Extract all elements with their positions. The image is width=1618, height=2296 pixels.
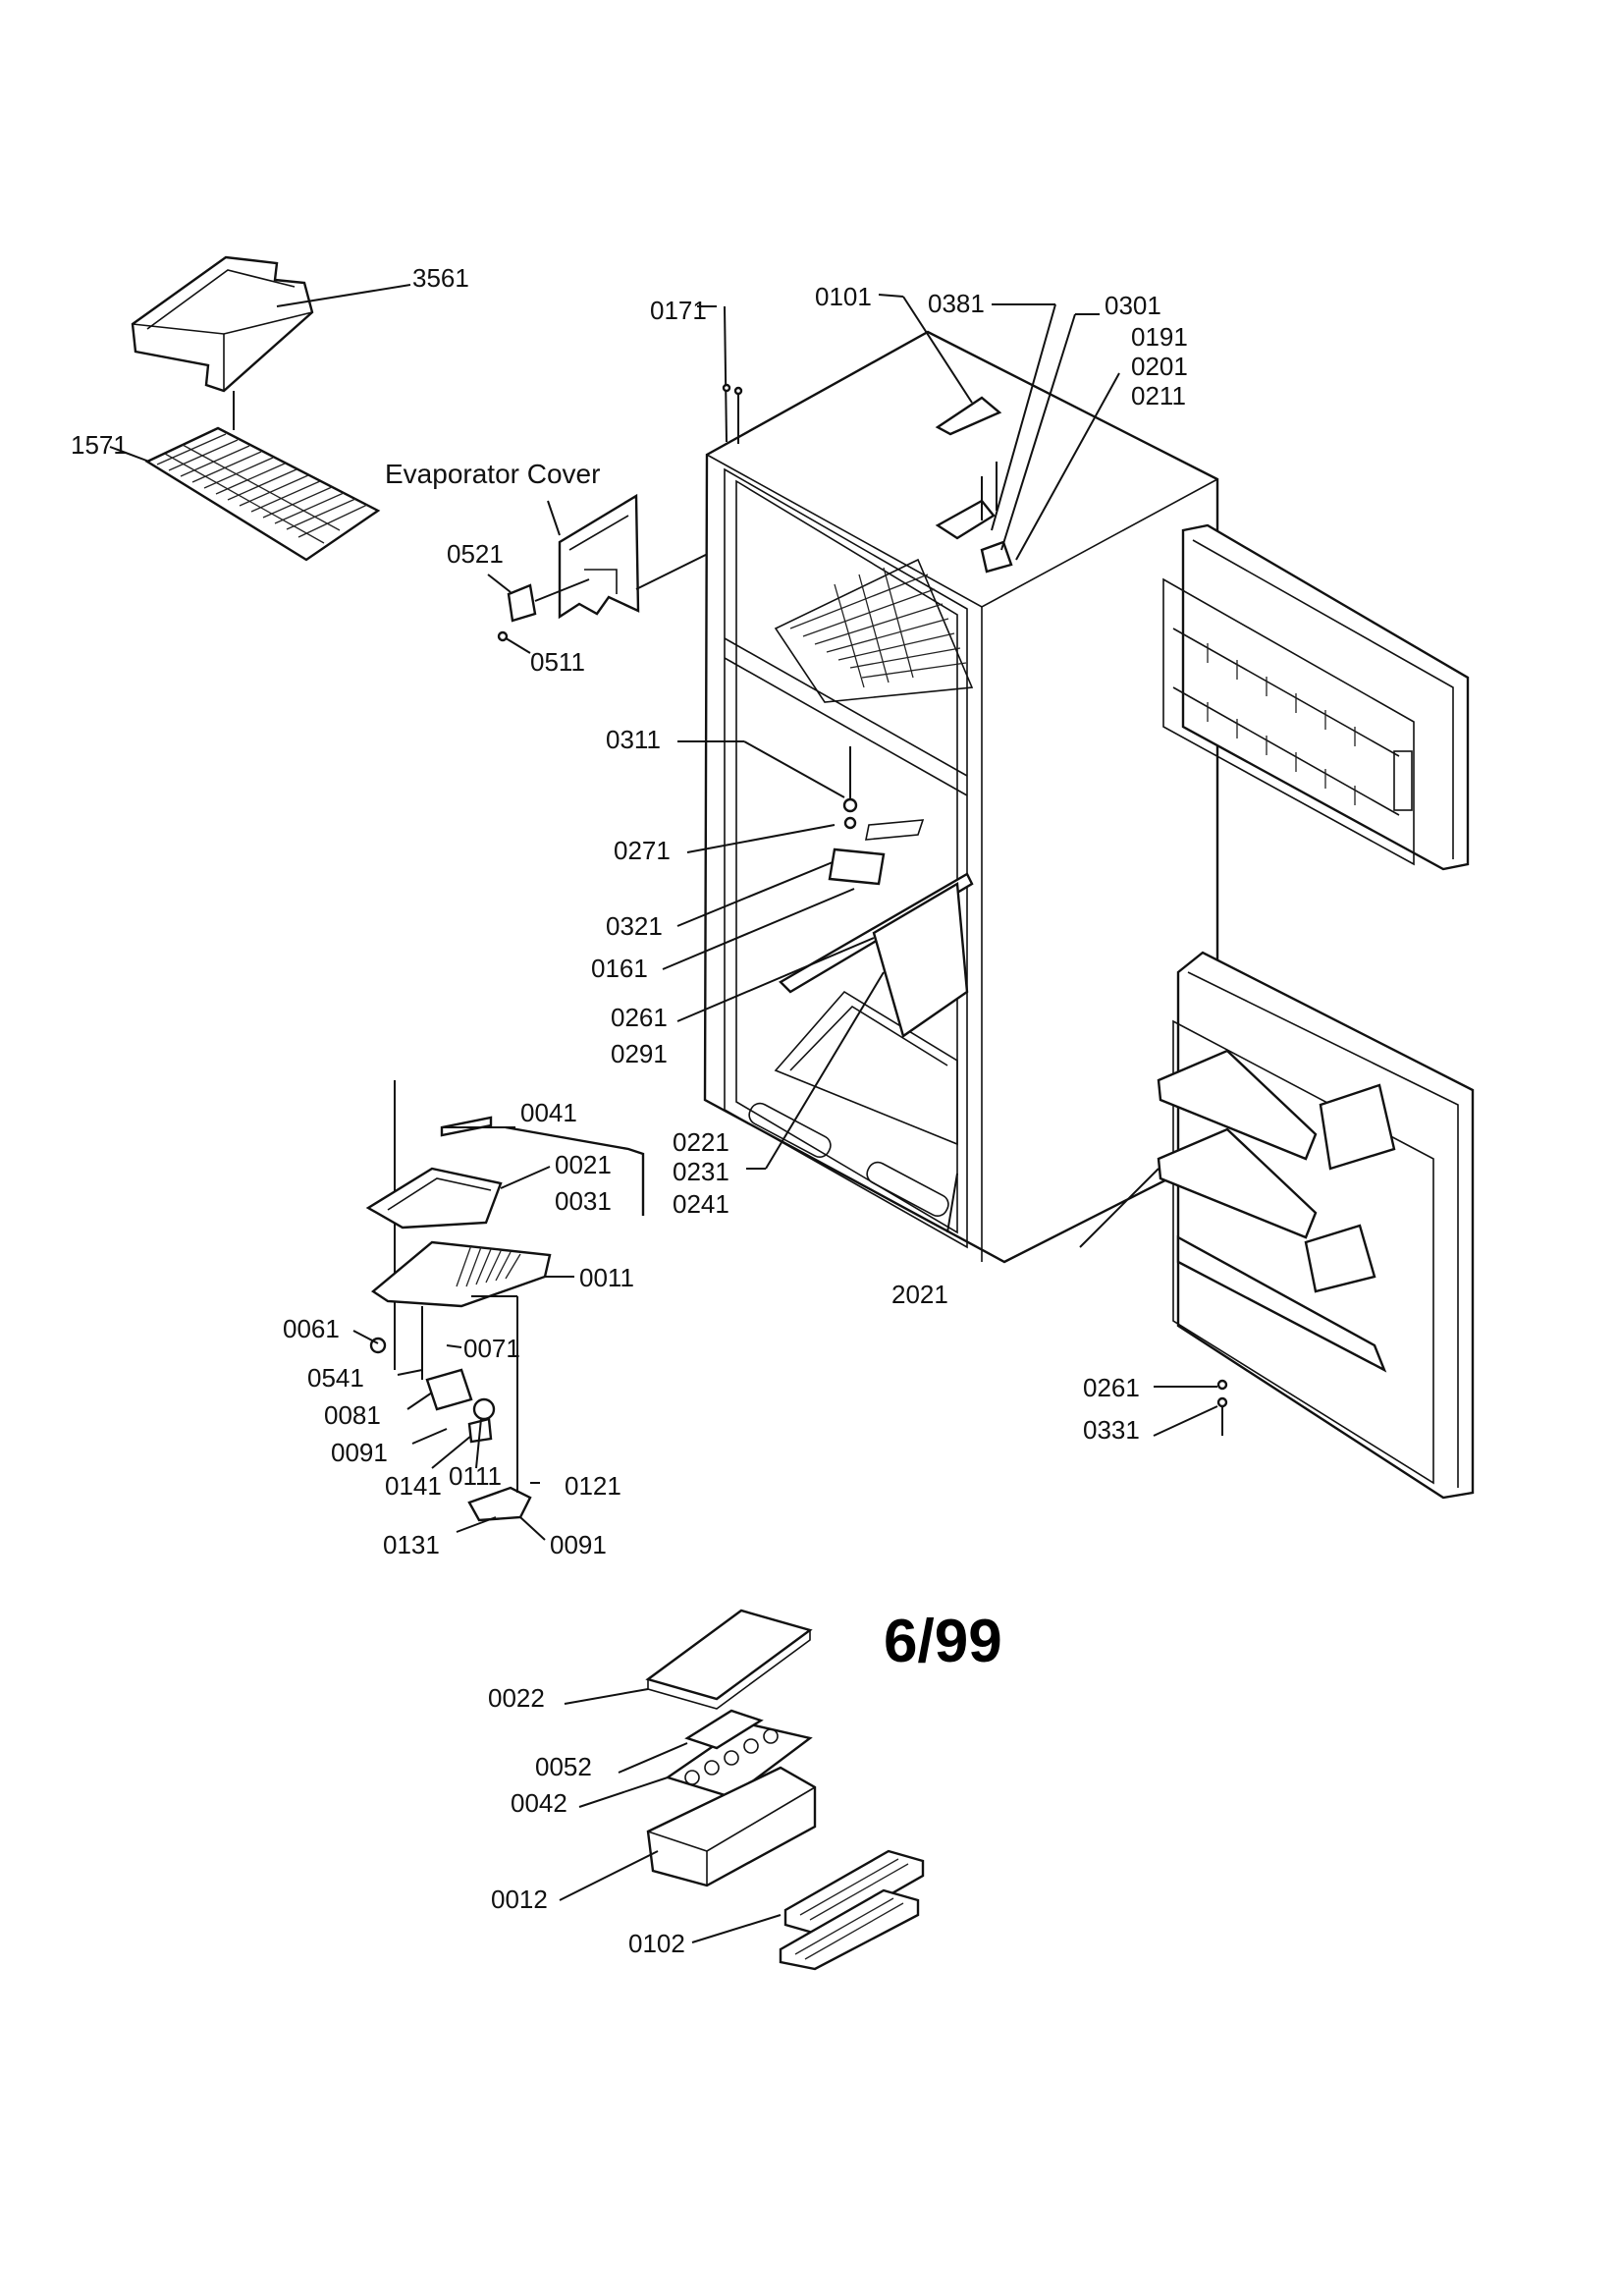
label-0161: 0161 xyxy=(591,954,648,983)
label-0021: 0021 xyxy=(555,1150,612,1179)
label-0042: 0042 xyxy=(511,1788,567,1818)
thermostat-control-part xyxy=(779,797,974,1038)
egg-tray-part xyxy=(665,1709,813,1799)
label-0291: 0291 xyxy=(611,1039,668,1068)
label-0271: 0271 xyxy=(614,836,671,865)
date-code: 6/99 xyxy=(884,1608,1002,1675)
label-0381: 0381 xyxy=(928,289,985,318)
label-0121: 0121 xyxy=(565,1471,621,1501)
label-0211: 0211 xyxy=(1131,381,1186,410)
crisper-bin-part xyxy=(131,255,314,393)
ice-bin-part xyxy=(646,1766,817,1887)
label-0111: 0111 xyxy=(449,1461,502,1491)
label-0311: 0311 xyxy=(606,725,661,754)
label-0221: 0221 xyxy=(673,1127,729,1157)
label-0022: 0022 xyxy=(488,1683,545,1713)
label-0091-upper: 0091 xyxy=(331,1438,388,1467)
label-0301: 0301 xyxy=(1105,291,1161,320)
label-0261-cabinet: 0261 xyxy=(611,1003,668,1032)
label-0201: 0201 xyxy=(1131,352,1188,381)
label-0331: 0331 xyxy=(1083,1415,1140,1445)
label-0081: 0081 xyxy=(324,1400,381,1430)
refrigerator-cabinet xyxy=(703,330,1219,1264)
label-0102: 0102 xyxy=(628,1929,685,1958)
label-0052: 0052 xyxy=(535,1752,592,1781)
label-0012: 0012 xyxy=(491,1885,548,1914)
label-0541: 0541 xyxy=(307,1363,364,1393)
label-0061: 0061 xyxy=(283,1314,340,1343)
label-0131: 0131 xyxy=(383,1530,440,1559)
evaporator-cover-part xyxy=(558,493,640,620)
label-0521: 0521 xyxy=(447,539,504,569)
label-0011: 0011 xyxy=(579,1263,634,1292)
label-0141: 0141 xyxy=(385,1471,442,1501)
label-1571: 1571 xyxy=(71,430,128,460)
label-0071: 0071 xyxy=(463,1334,520,1363)
label-0231: 0231 xyxy=(673,1157,729,1186)
label-0191: 0191 xyxy=(1131,322,1188,352)
label-evaporator-cover: Evaporator Cover xyxy=(385,459,600,489)
fresh-food-door-part xyxy=(1157,951,1475,1500)
label-3561: 3561 xyxy=(412,263,469,293)
label-0321: 0321 xyxy=(606,911,663,941)
label-0101: 0101 xyxy=(815,282,872,311)
label-2021: 2021 xyxy=(891,1280,948,1309)
label-0241: 0241 xyxy=(673,1189,729,1219)
fan-motor-part xyxy=(507,578,590,623)
ice-bin-cover-part xyxy=(645,1609,813,1710)
leader-lines xyxy=(352,294,1218,1943)
label-0511: 0511 xyxy=(530,647,585,677)
label-0261-door: 0261 xyxy=(1083,1373,1140,1402)
freezer-door-part xyxy=(1162,523,1470,871)
ice-cube-trays-part xyxy=(779,1849,925,1971)
label-0171: 0171 xyxy=(650,296,707,325)
label-0041: 0041 xyxy=(520,1098,577,1127)
wire-shelf-part xyxy=(144,426,381,562)
label-0031: 0031 xyxy=(555,1186,612,1216)
label-0091-lower: 0091 xyxy=(550,1530,607,1559)
damper-assembly-part xyxy=(365,1080,645,1522)
